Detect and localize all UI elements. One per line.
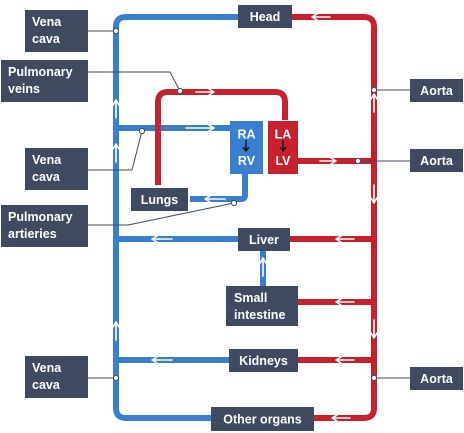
flow-arrow-icon: [112, 321, 120, 341]
organs: Head Lungs Liver Small intestine Kidneys…: [131, 5, 314, 431]
callouts: Vena cava Pulmonary veins Vena cava Pulm…: [1, 10, 463, 398]
leader-dot: [176, 87, 184, 95]
lungs-label: Lungs: [141, 193, 179, 207]
leader-dots: [112, 27, 378, 382]
vena-cava-top-callout: [25, 10, 88, 52]
leader-dot: [370, 374, 378, 382]
leader-dot: [230, 199, 238, 207]
leader-lines: [88, 30, 410, 379]
flow-arrow-icon: [335, 298, 355, 306]
valve-arrow-icon: [279, 140, 287, 153]
flow-arrow-icon: [204, 195, 226, 203]
pulmonary-artery-vessel: [190, 172, 248, 202]
flow-arrow-icon: [195, 88, 215, 96]
flow-arrow-icon: [151, 235, 173, 243]
leader-dot: [112, 374, 120, 382]
pulmonary-veins-callout: [1, 60, 88, 102]
leader-line: [88, 71, 181, 92]
vena-cava-mid-callout: [25, 148, 88, 190]
flow-arrows: [112, 13, 378, 422]
flow-arrow-icon: [151, 356, 173, 364]
small-intestine-label-line2: intestine: [234, 308, 285, 322]
flow-arrow-icon: [185, 124, 215, 132]
pulmonary-vein-vessel: [155, 89, 288, 185]
vena-cava-bottom-callout: [25, 356, 88, 398]
flow-arrow-icon: [370, 93, 378, 113]
leader-dot: [354, 157, 362, 165]
pulmonary-artieries-line2: artieries: [8, 227, 57, 241]
flow-arrow-icon: [335, 356, 355, 364]
right-atrium-label: RA: [237, 128, 255, 142]
kidneys-label: Kidneys: [239, 354, 288, 368]
flow-arrow-icon: [319, 157, 337, 165]
aorta-bottom-callout: [410, 367, 463, 390]
leader-dot: [138, 127, 146, 135]
head-box: [238, 5, 292, 28]
liver-label: Liver: [249, 233, 279, 247]
heart: RA RV LA LV: [230, 121, 298, 174]
vena-cava-top-line2: cava: [32, 32, 61, 46]
leader-dot: [112, 27, 120, 35]
flow-arrow-icon: [259, 257, 267, 277]
small-intestine-box: [226, 286, 298, 326]
left-atrium-label: LA: [275, 128, 292, 142]
small-intestine-label-line1: Small: [234, 291, 267, 305]
other-organs-box: [211, 407, 314, 431]
leader-dot: [370, 86, 378, 94]
leader-line: [88, 130, 143, 171]
aorta-vessel: [292, 14, 377, 421]
flow-arrow-icon: [370, 184, 378, 204]
blood-vessels: [113, 14, 377, 421]
head-label: Head: [250, 10, 281, 24]
flow-arrow-icon: [112, 143, 120, 163]
flow-arrow-icon: [370, 319, 378, 339]
leader-line: [88, 202, 235, 226]
valve-arrow-icon: [242, 140, 250, 153]
other-organs-label: Other organs: [223, 413, 302, 427]
aorta-mid-label: Aorta: [420, 154, 454, 168]
pulmonary-veins-line1: Pulmonary: [8, 65, 73, 79]
pulmonary-artieries-callout: [1, 205, 88, 247]
vena-cava-top-line1: Vena: [32, 15, 62, 29]
pulmonary-artieries-line1: Pulmonary: [8, 210, 73, 224]
aorta-top-label: Aorta: [420, 84, 454, 98]
flow-arrow-icon: [311, 13, 331, 21]
lungs-box: [131, 188, 188, 211]
vena-cava-mid-line2: cava: [32, 170, 61, 184]
liver-box: [238, 228, 290, 251]
aorta-mid-callout: [410, 149, 463, 172]
vena-cava-mid-line1: Vena: [32, 153, 62, 167]
aorta-bottom-label: Aorta: [420, 372, 454, 386]
kidneys-box: [229, 349, 298, 372]
flow-arrow-icon: [335, 235, 355, 243]
vena-cava-vessel: [113, 14, 244, 421]
right-ventricle-label: RV: [238, 154, 256, 168]
pulmonary-veins-line2: veins: [8, 82, 40, 96]
vena-cava-bottom-line2: cava: [32, 378, 61, 392]
left-ventricle-label: LV: [275, 154, 291, 168]
flow-arrow-icon: [331, 414, 351, 422]
flow-arrow-icon: [112, 99, 120, 119]
vena-cava-bottom-line1: Vena: [32, 361, 62, 375]
aorta-top-callout: [410, 79, 463, 102]
